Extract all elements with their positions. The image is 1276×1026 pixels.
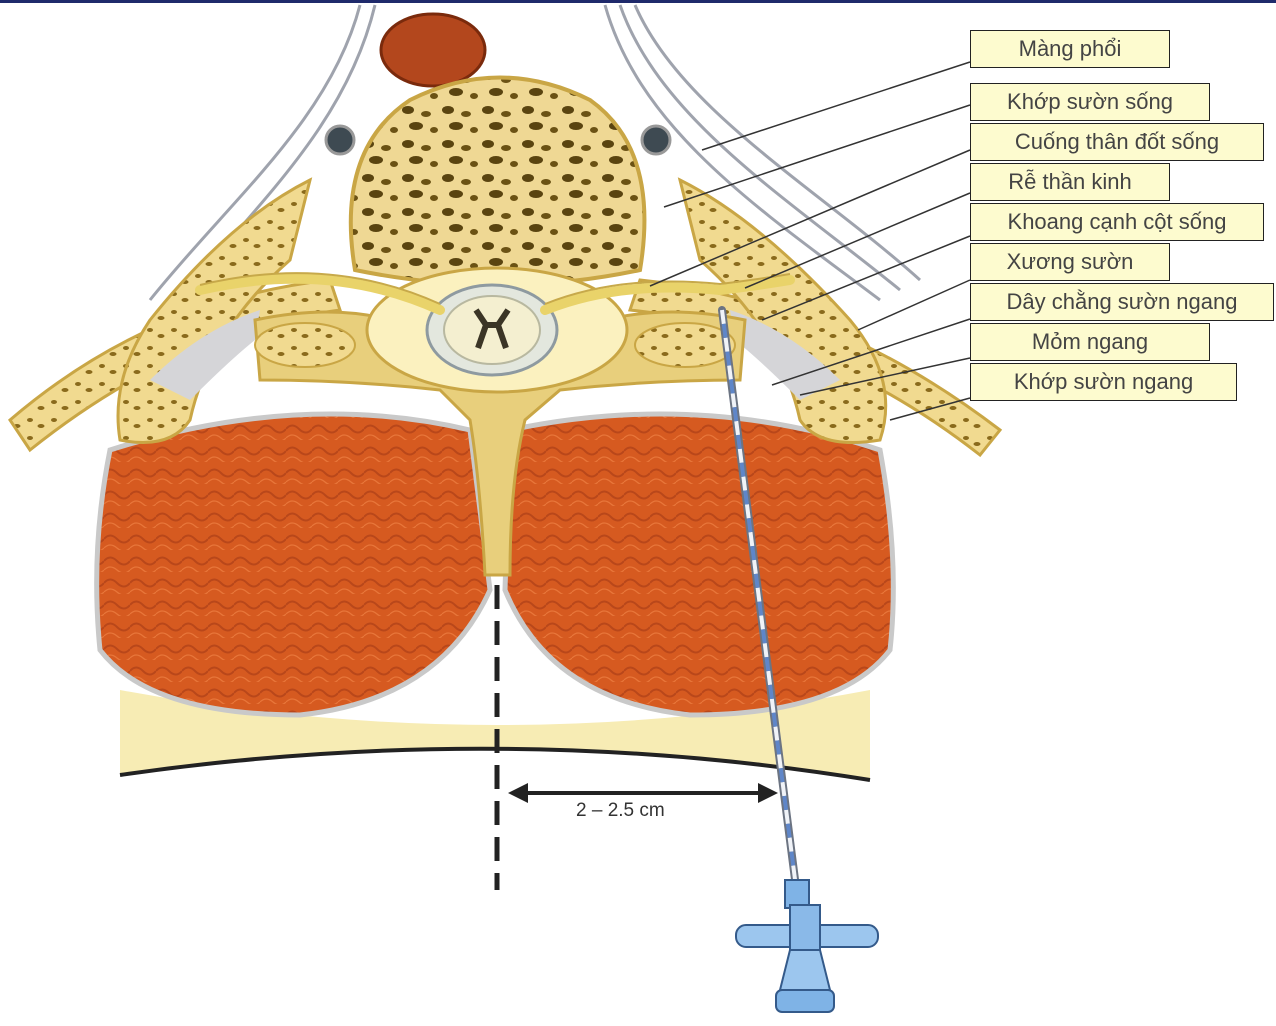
- vessel-left: [324, 124, 356, 156]
- spinal-cord: [443, 295, 541, 365]
- erector-muscle-right: [502, 411, 896, 718]
- label-costovertebral-joint: Khớp sườn sống: [970, 83, 1210, 121]
- top-border: [0, 0, 1276, 3]
- measurement-arrow: [508, 783, 778, 803]
- label-pedicle: Cuống thân đốt sống: [970, 123, 1264, 161]
- label-transverse-process: Mỏm ngang: [970, 323, 1210, 361]
- measurement-label: 2 – 2.5 cm: [576, 800, 665, 821]
- label-nerve-root: Rễ thần kinh: [970, 163, 1170, 201]
- label-paravertebral-space: Khoang cạnh cột sống: [970, 203, 1264, 241]
- erector-muscle-left: [94, 411, 493, 718]
- label-pleura: Màng phổi: [970, 30, 1170, 68]
- label-costotransverse-joint: Khớp sườn ngang: [970, 363, 1237, 401]
- leader-lines: [649, 61, 971, 421]
- label-costotransverse-ligament: Dây chằng sườn ngang: [970, 283, 1274, 321]
- vessel-right: [640, 124, 672, 156]
- aorta: [379, 12, 487, 88]
- transverse-process-left: [254, 322, 356, 368]
- label-rib: Xương sườn: [970, 243, 1170, 281]
- costotransverse-ligament-left: [150, 310, 260, 400]
- nerve-roots: [195, 273, 795, 315]
- needle: [718, 306, 879, 1013]
- vertebral-body: [348, 75, 647, 287]
- grey-matter: [473, 308, 511, 349]
- nerve-root-outline: [199, 272, 791, 305]
- transverse-process-right: [634, 322, 736, 368]
- costotransverse-ligament-right: [730, 310, 840, 400]
